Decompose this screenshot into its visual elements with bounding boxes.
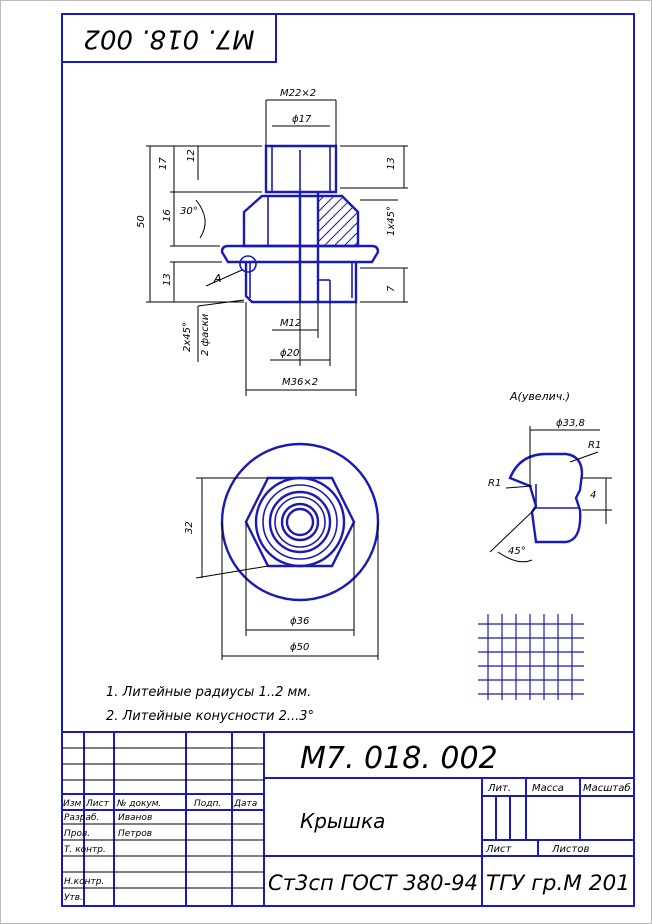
dim-h13b: 13 <box>386 157 397 170</box>
grid-block <box>478 614 584 700</box>
label-listov: Листов <box>551 844 589 855</box>
dim-h13: 13 <box>162 273 173 286</box>
dim-h17: 17 <box>158 157 169 170</box>
dim-r1-left: R1 <box>488 478 501 489</box>
note-1: 1. Литейные радиусы 1..2 мм. <box>106 685 311 700</box>
dim-h7: 7 <box>386 285 397 292</box>
title-material: Ст3сп ГОСТ 380-94 <box>268 871 478 895</box>
top-plan-view: 32 ϕ36 ϕ50 <box>184 442 380 660</box>
front-view-dimensions: M22×2 ϕ17 17 12 16 50 13 30° A 13 1x45° … <box>136 88 408 396</box>
dim-h12: 12 <box>186 149 197 162</box>
detail-view-a: A(увелич.) ϕ33,8 R1 R1 4 45° <box>488 390 612 563</box>
title-part-name: Крышка <box>300 809 385 833</box>
dim-m22: M22×2 <box>280 88 316 99</box>
dim-chamfer-2x45: 2x45° <box>182 322 193 352</box>
dim-d33-8: ϕ33,8 <box>556 418 585 429</box>
rotated-code-box: M7. 018. 002 <box>61 13 277 63</box>
label-massa: Масса <box>532 783 564 794</box>
row-razrab: Разраб. <box>64 813 99 823</box>
title-code: M7. 018. 002 <box>300 741 498 776</box>
row-tkontr: Т. контр. <box>64 845 106 855</box>
dim-h50: 50 <box>136 215 147 228</box>
dim-d36: ϕ36 <box>290 616 309 627</box>
dim-h16: 16 <box>162 209 173 222</box>
label-masshtab: Масштаб <box>583 782 631 794</box>
front-section-view <box>220 144 380 304</box>
col-izm: Изм <box>63 799 82 809</box>
col-list: Лист <box>85 799 110 809</box>
dim-a30: 30° <box>180 206 198 217</box>
dim-label-a: A <box>213 272 222 285</box>
dim-d20: ϕ20 <box>280 348 299 359</box>
name-prov: Петров <box>118 829 152 839</box>
col-sign: Подп. <box>194 799 221 809</box>
title-org: ТГУ гр.М 201 <box>486 871 630 895</box>
col-doc: № докум. <box>116 799 161 809</box>
detail-view-title: A(увелич.) <box>509 390 570 403</box>
name-razrab: Иванов <box>118 813 152 823</box>
label-lit: Лит. <box>487 783 511 794</box>
row-nkontr: Н.контр. <box>64 877 104 887</box>
row-prov: Пров. <box>64 829 90 839</box>
note-2: 2. Литейные конусности 2...3° <box>106 709 314 724</box>
dim-h32: 32 <box>184 521 195 534</box>
rotated-code-text: M7. 018. 002 <box>83 24 254 54</box>
row-utv: Утв. <box>64 893 83 903</box>
dim-m36: M36×2 <box>282 377 318 388</box>
dim-w4: 4 <box>590 490 596 501</box>
dim-a45: 45° <box>508 546 526 557</box>
label-list: Лист <box>485 844 513 855</box>
dim-d17: ϕ17 <box>292 114 312 125</box>
col-date: Дата <box>233 799 257 809</box>
dim-m12: M12 <box>280 318 301 329</box>
dim-chamfer-note: 2 фаски <box>200 313 211 356</box>
dim-d50: ϕ50 <box>290 642 309 653</box>
drawing-frame <box>61 13 635 907</box>
title-block <box>62 731 634 906</box>
dim-r1-top: R1 <box>588 440 601 451</box>
dim-chamfer-1x45: 1x45° <box>386 206 397 236</box>
